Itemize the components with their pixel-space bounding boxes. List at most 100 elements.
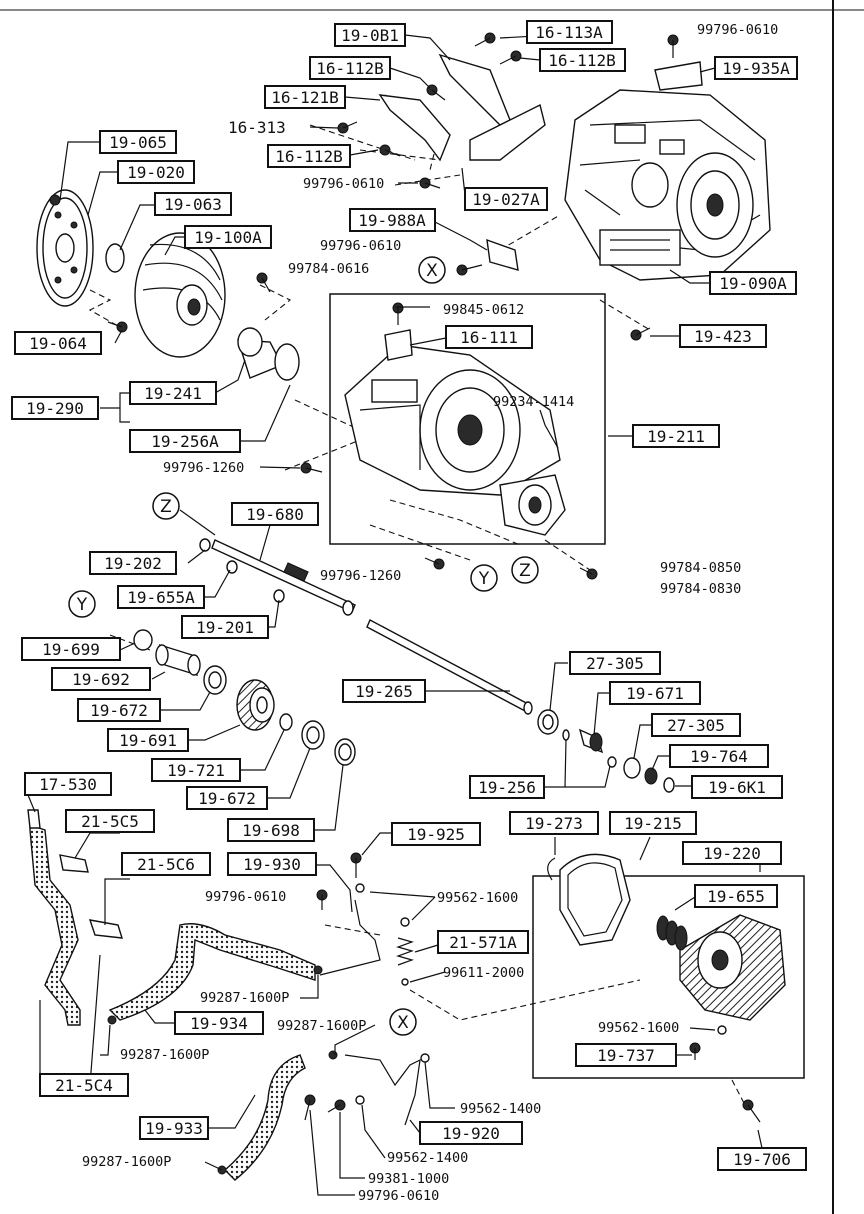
svg-text:Y: Y	[76, 595, 88, 615]
svg-text:19-934: 19-934	[190, 1014, 248, 1033]
svg-text:19-933: 19-933	[145, 1119, 203, 1138]
svg-text:19-988A: 19-988A	[358, 211, 426, 230]
svg-text:16-313: 16-313	[228, 118, 286, 137]
svg-text:99562-1400: 99562-1400	[460, 1101, 541, 1117]
transfer-case-group-box	[532, 875, 805, 1079]
svg-text:19-020: 19-020	[127, 163, 185, 182]
svg-text:99562-1600: 99562-1600	[598, 1020, 679, 1036]
o-ring-256-part	[562, 729, 570, 741]
svg-text:99381-1000: 99381-1000	[368, 1171, 449, 1187]
oil-cooler-hose-933-part	[223, 1054, 306, 1181]
svg-text:19-215: 19-215	[624, 814, 682, 833]
transfer-case-part	[679, 914, 786, 1021]
svg-text:99287-1600P: 99287-1600P	[200, 990, 289, 1006]
label-21-5C4: 21-5C4	[39, 1073, 129, 1097]
svg-text:16-111: 16-111	[460, 328, 518, 347]
svg-text:19-764: 19-764	[690, 747, 748, 766]
svg-text:99562-1600: 99562-1600	[437, 890, 518, 906]
svg-text:21-5C4: 21-5C4	[55, 1076, 113, 1095]
svg-text:21-571A: 21-571A	[449, 933, 517, 952]
svg-text:19-202: 19-202	[104, 554, 162, 573]
heat-shield-part	[438, 53, 511, 126]
svg-text:Y: Y	[478, 569, 490, 589]
gasket-215-part	[559, 853, 631, 946]
svg-text:19-064: 19-064	[29, 334, 87, 353]
svg-text:19-721: 19-721	[167, 761, 225, 780]
svg-text:19-699: 19-699	[42, 640, 100, 659]
snap-ring-273-part	[547, 857, 556, 881]
label-16-112B-top: 16-112B	[539, 48, 626, 72]
svg-text:99784-0850: 99784-0850	[660, 560, 741, 576]
callout-y-mid: Y	[470, 564, 498, 592]
oil-pipe-930-part	[319, 899, 381, 976]
boxed-labels: 19-0B1 16-113A 16-112B 16-112B 16-121B 1…	[11, 20, 807, 1171]
svg-text:19-100A: 19-100A	[194, 228, 262, 247]
label-16-313: 16-313	[228, 118, 286, 137]
snap-ring-721-part	[279, 713, 293, 731]
label-19-706: 19-706	[717, 1147, 807, 1171]
bolts	[49, 32, 761, 1175]
circled-callouts: X Z Y Z Y X	[68, 256, 539, 1036]
drive-shaft-680-part	[211, 539, 356, 616]
shims-655-part	[656, 915, 688, 951]
clip-5C5-part	[59, 854, 89, 873]
svg-text:16-121B: 16-121B	[271, 88, 338, 107]
svg-text:19-201: 19-201	[196, 618, 254, 637]
label-19-0B1: 19-0B1	[334, 23, 406, 47]
label-19-930: 19-930	[227, 852, 317, 876]
label-19-090A: 19-090A	[709, 271, 797, 295]
svg-text:19-290: 19-290	[26, 399, 84, 418]
clip-5C6-part	[88, 919, 123, 939]
label-19-256: 19-256	[469, 775, 545, 799]
label-19-737: 19-737	[575, 1043, 677, 1067]
bracket-935A-part	[654, 61, 703, 91]
torque-converter-part	[134, 232, 226, 358]
label-19-988A: 19-988A	[349, 208, 436, 232]
svg-text:19-220: 19-220	[703, 844, 761, 863]
label-19-063: 19-063	[154, 192, 232, 216]
svg-text:19-671: 19-671	[626, 684, 684, 703]
label-19-934: 19-934	[174, 1011, 264, 1035]
callout-x-bottom: X	[389, 1008, 417, 1036]
label-19-925: 19-925	[391, 822, 481, 846]
callout-y-left: Y	[68, 590, 96, 618]
svg-text:99234-1414: 99234-1414	[493, 394, 574, 410]
svg-text:19-930: 19-930	[243, 855, 301, 874]
svg-text:99845-0612: 99845-0612	[443, 302, 524, 318]
label-16-111: 16-111	[445, 325, 533, 349]
svg-text:X: X	[397, 1013, 409, 1033]
automatic-transaxle-part	[564, 89, 771, 281]
svg-text:19-063: 19-063	[164, 195, 222, 214]
label-19-423: 19-423	[679, 324, 767, 348]
svg-text:99796-0610: 99796-0610	[358, 1188, 439, 1204]
svg-text:19-706: 19-706	[733, 1150, 791, 1169]
label-21-571A: 21-571A	[437, 930, 529, 954]
speedometer-gear-671-part	[578, 728, 604, 754]
svg-text:17-530: 17-530	[39, 775, 97, 794]
label-19-100A: 19-100A	[184, 225, 272, 249]
label-19-680: 19-680	[231, 502, 319, 526]
svg-text:19-265: 19-265	[355, 682, 413, 701]
svg-text:99796-1260: 99796-1260	[163, 460, 244, 476]
bearing-672-inner	[208, 671, 222, 689]
svg-text:19-925: 19-925	[407, 825, 465, 844]
svg-text:99562-1400: 99562-1400	[387, 1150, 468, 1166]
bracket-988A-part	[486, 238, 519, 271]
seal-698-inner	[338, 743, 352, 761]
label-19-290: 19-290	[11, 396, 99, 420]
svg-text:19-655A: 19-655A	[127, 588, 195, 607]
label-27-305-b: 27-305	[651, 713, 741, 737]
label-16-121B: 16-121B	[264, 85, 346, 109]
label-19-933: 19-933	[139, 1116, 209, 1140]
svg-text:19-692: 19-692	[72, 670, 130, 689]
adapter-washer-part	[105, 243, 125, 273]
svg-text:99796-0610: 99796-0610	[205, 889, 286, 905]
label-19-655: 19-655	[694, 884, 778, 908]
label-19-211: 19-211	[632, 424, 720, 448]
svg-text:19-256: 19-256	[478, 778, 536, 797]
o-ring-6K1-part	[663, 777, 675, 793]
svg-text:99796-1260: 99796-1260	[320, 568, 401, 584]
svg-text:99796-0610: 99796-0610	[697, 22, 778, 38]
svg-text:19-423: 19-423	[694, 327, 752, 346]
